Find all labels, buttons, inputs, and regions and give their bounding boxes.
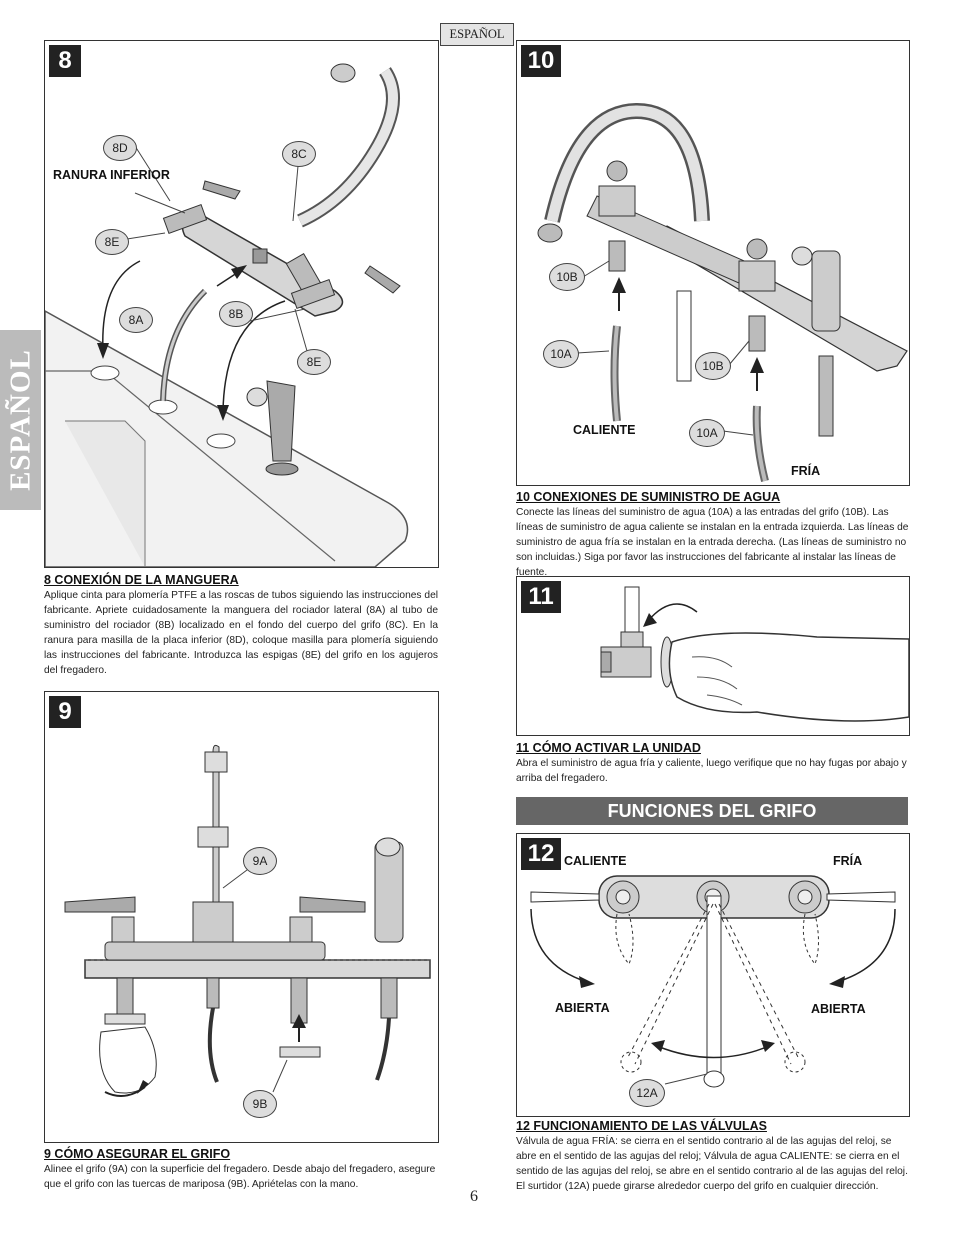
ranura-label: RANURA INFERIOR: [53, 168, 170, 182]
callout-10B-right: 10B: [695, 352, 731, 380]
step-11-body: Abra el suministro de agua fría y calien…: [516, 758, 907, 784]
step-9-body: Alinee el grifo (9A) con la superficie d…: [44, 1164, 436, 1190]
faucet-functions-banner: FUNCIONES DEL GRIFO: [516, 797, 908, 825]
callout-9B: 9B: [243, 1090, 277, 1118]
step-12-title: 12 FUNCIONAMIENTO DE LAS VÁLVULAS: [516, 1119, 767, 1133]
page-number: 6: [470, 1188, 478, 1205]
step-10-number: 10: [521, 45, 561, 77]
side-language-label: ESPAÑOL: [4, 349, 36, 491]
abierta-right-label: ABIERTA: [811, 1002, 866, 1016]
step-11-illustration: 11: [516, 576, 910, 736]
step-10-body: Conecte las líneas del suministro de agu…: [516, 507, 909, 578]
step-10-drawing: [537, 102, 908, 482]
step-11-title: 11 CÓMO ACTIVAR LA UNIDAD: [516, 741, 701, 755]
step-11-number: 11: [521, 581, 561, 613]
caliente-label-10: CALIENTE: [573, 423, 636, 437]
side-language-tab: ESPAÑOL: [0, 330, 41, 510]
step-12-body: Válvula de agua FRÍA: se cierra en el se…: [516, 1136, 908, 1192]
callout-8A: 8A: [119, 307, 153, 333]
callout-8B: 8B: [219, 301, 253, 327]
step-11-drawing: [600, 586, 909, 722]
step-10-title: 10 CONEXIONES DE SUMINISTRO DE AGUA: [516, 490, 781, 504]
step-12-number: 12: [521, 838, 561, 870]
fria-label-12: FRÍA: [833, 854, 863, 868]
fria-label-10: FRÍA: [791, 464, 821, 478]
step-8-number: 8: [49, 45, 81, 77]
abierta-left-label: ABIERTA: [555, 1001, 610, 1015]
callout-8E-top: 8E: [95, 229, 129, 255]
step-10-illustration: 10 10B 10A 10B 10A CALIENTE FRÍA: [516, 40, 910, 486]
step-8-illustration: 8 RANURA INFERIOR 8D 8C 8E 8A 8B 8E: [44, 40, 439, 568]
caliente-label-12: CALIENTE: [564, 854, 627, 868]
step-8-body: Aplique cinta para plomería PTFE a las r…: [44, 590, 438, 676]
step-9-illustration: 9 9A 9B: [44, 691, 439, 1143]
callout-8D: 8D: [103, 135, 137, 161]
step-8-drawing: [45, 63, 409, 567]
step-8-title: 8 CONEXIÓN DE LA MANGUERA: [44, 573, 239, 587]
callout-10A-right: 10A: [689, 419, 725, 447]
callout-8E-bottom: 8E: [297, 349, 331, 375]
callout-9A: 9A: [243, 847, 277, 875]
callout-8C: 8C: [282, 141, 316, 167]
step-9-title: 9 CÓMO ASEGURAR EL GRIFO: [44, 1147, 231, 1161]
language-tag: ESPAÑOL: [440, 23, 514, 46]
callout-12A: 12A: [629, 1079, 665, 1107]
callout-10A-left: 10A: [543, 340, 579, 368]
callout-10B-left: 10B: [549, 263, 585, 291]
step-9-number: 9: [49, 696, 81, 728]
step-12-drawing: [530, 875, 896, 1088]
step-12-illustration: 12 CALIENTE FRÍA ABIERTA ABIERTA 12A: [516, 833, 910, 1117]
step-9-drawing: [64, 744, 431, 1097]
